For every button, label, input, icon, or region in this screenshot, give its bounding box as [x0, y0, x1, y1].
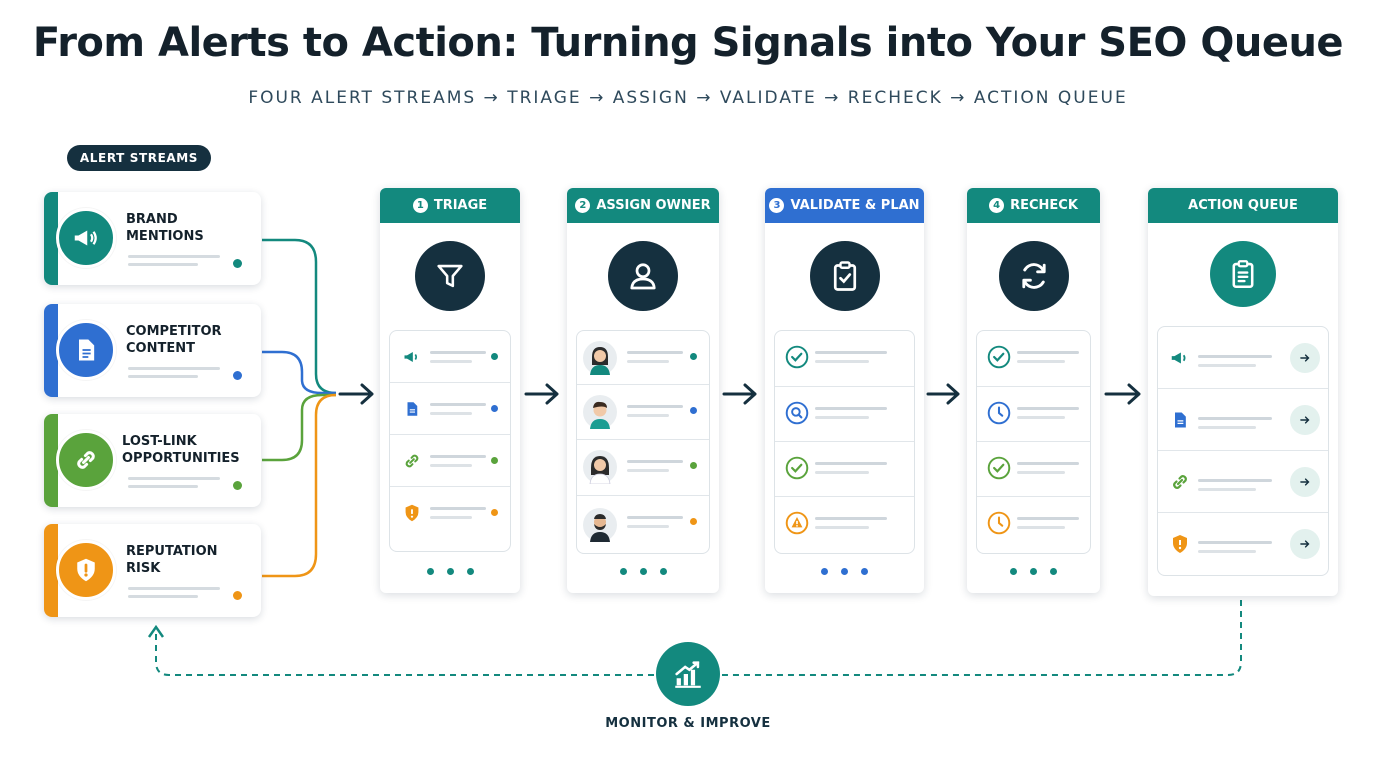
list-item	[390, 435, 510, 487]
queue-item[interactable]	[1158, 327, 1328, 389]
arrow-right-icon	[1290, 405, 1320, 435]
avatar	[583, 341, 617, 375]
flow-arrow-4	[928, 385, 958, 403]
stream-label: BRAND MENTIONS	[126, 211, 204, 245]
flow-arrow-5	[1106, 385, 1139, 403]
clock-icon	[985, 399, 1013, 427]
more-dots	[967, 568, 1100, 575]
refresh-icon	[999, 241, 1069, 311]
stream-reputation-risk[interactable]: REPUTATION RISK	[44, 524, 261, 617]
queue-item[interactable]	[1158, 451, 1328, 513]
stage-action-queue[interactable]: ACTION QUEUE	[1148, 188, 1338, 596]
flow-arrow-2	[526, 385, 557, 403]
list-item	[977, 331, 1090, 387]
list-item	[775, 387, 914, 442]
shield-alert-icon	[56, 540, 116, 600]
triage-list	[389, 330, 511, 552]
list-item	[577, 385, 709, 440]
list-item	[977, 387, 1090, 442]
arrow-right-icon	[1290, 467, 1320, 497]
shield-alert-icon	[1166, 530, 1194, 558]
recheck-list	[976, 330, 1091, 554]
list-item	[775, 442, 914, 497]
queue-item[interactable]	[1158, 389, 1328, 451]
stream-label: LOST-LINK OPPORTUNITIES	[122, 433, 240, 467]
loop-line-left	[156, 634, 654, 675]
more-dots	[380, 568, 520, 575]
queue-item[interactable]	[1158, 513, 1328, 575]
validate-list	[774, 330, 915, 554]
stream-competitor-content[interactable]: COMPETITOR CONTENT	[44, 304, 261, 397]
check-circle-icon	[985, 343, 1013, 371]
check-circle-icon	[985, 454, 1013, 482]
link-icon	[56, 430, 116, 490]
megaphone-icon	[56, 208, 116, 268]
list-item	[977, 442, 1090, 497]
owner-list	[576, 330, 710, 554]
list-item	[390, 331, 510, 383]
list-item	[577, 331, 709, 385]
stream-brand-mentions[interactable]: BRAND MENTIONS	[44, 192, 261, 285]
list-item	[775, 497, 914, 554]
megaphone-icon	[398, 343, 426, 371]
clipboard-check-icon	[810, 241, 880, 311]
list-item	[390, 487, 510, 539]
flow-arrow-3	[724, 385, 755, 403]
warning-icon	[783, 509, 811, 537]
avatar	[583, 395, 617, 429]
check-circle-icon	[783, 454, 811, 482]
stream-lost-link-opportunities[interactable]: LOST-LINK OPPORTUNITIES	[44, 414, 261, 507]
stage-header: ACTION QUEUE	[1148, 188, 1338, 223]
megaphone-icon	[1166, 344, 1194, 372]
bar-chart-growth-icon	[656, 642, 720, 706]
document-icon	[1166, 406, 1194, 434]
avatar	[583, 508, 617, 542]
link-icon	[1166, 468, 1194, 496]
list-item	[577, 440, 709, 496]
arrow-right-icon	[1290, 343, 1320, 373]
document-icon	[56, 320, 116, 380]
more-dots	[567, 568, 719, 575]
user-icon	[608, 241, 678, 311]
loop-line-right	[722, 600, 1241, 675]
clock-icon	[985, 509, 1013, 537]
monitor-improve-label: MONITOR & IMPROVE	[0, 716, 1376, 731]
search-icon	[783, 399, 811, 427]
action-queue-list	[1157, 326, 1329, 576]
list-item	[775, 331, 914, 387]
stream-label: COMPETITOR CONTENT	[126, 323, 222, 357]
document-icon	[398, 395, 426, 423]
link-icon	[398, 447, 426, 475]
flow-arrow-1	[340, 385, 372, 403]
arrow-right-icon	[1290, 529, 1320, 559]
list-item	[390, 383, 510, 435]
list-item	[977, 497, 1090, 554]
stream-label: REPUTATION RISK	[126, 543, 218, 577]
check-circle-icon	[783, 343, 811, 371]
list-item	[577, 496, 709, 554]
filter-icon	[415, 241, 485, 311]
more-dots	[765, 568, 924, 575]
shield-alert-icon	[398, 499, 426, 527]
alert-streams-label: ALERT STREAMS	[67, 145, 211, 171]
clipboard-list-icon	[1210, 241, 1276, 307]
avatar	[583, 450, 617, 484]
